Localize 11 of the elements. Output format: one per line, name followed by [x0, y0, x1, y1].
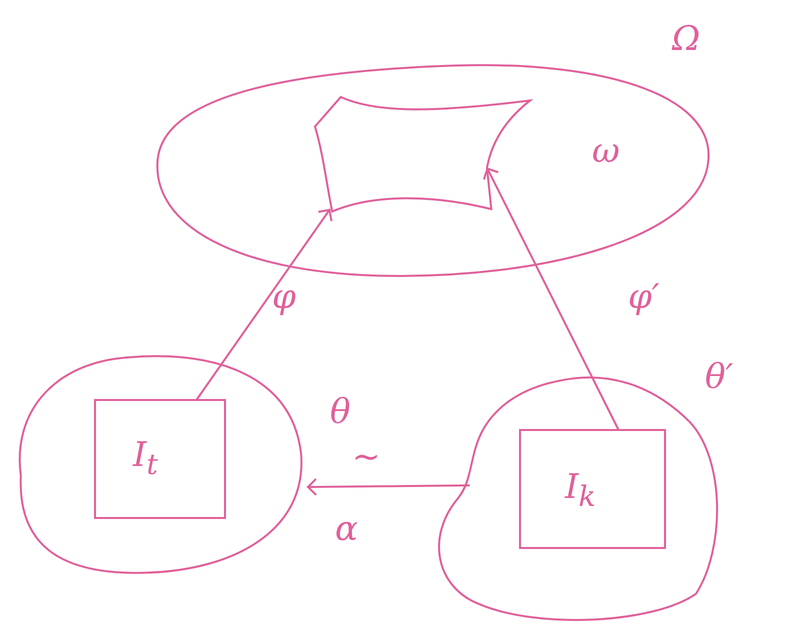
math-symbol: θ′	[705, 360, 734, 394]
edge-label: φ	[272, 280, 296, 314]
edge-label: α	[335, 512, 358, 546]
edge-label: φ′	[628, 280, 660, 314]
arrow	[307, 478, 470, 496]
arrow	[482, 167, 620, 430]
math-symbol: Ω	[672, 22, 700, 56]
math-symbol: ~	[352, 440, 380, 474]
arrow	[196, 208, 332, 401]
math-symbol: ω	[592, 134, 620, 168]
math-symbol: θ	[330, 395, 350, 429]
